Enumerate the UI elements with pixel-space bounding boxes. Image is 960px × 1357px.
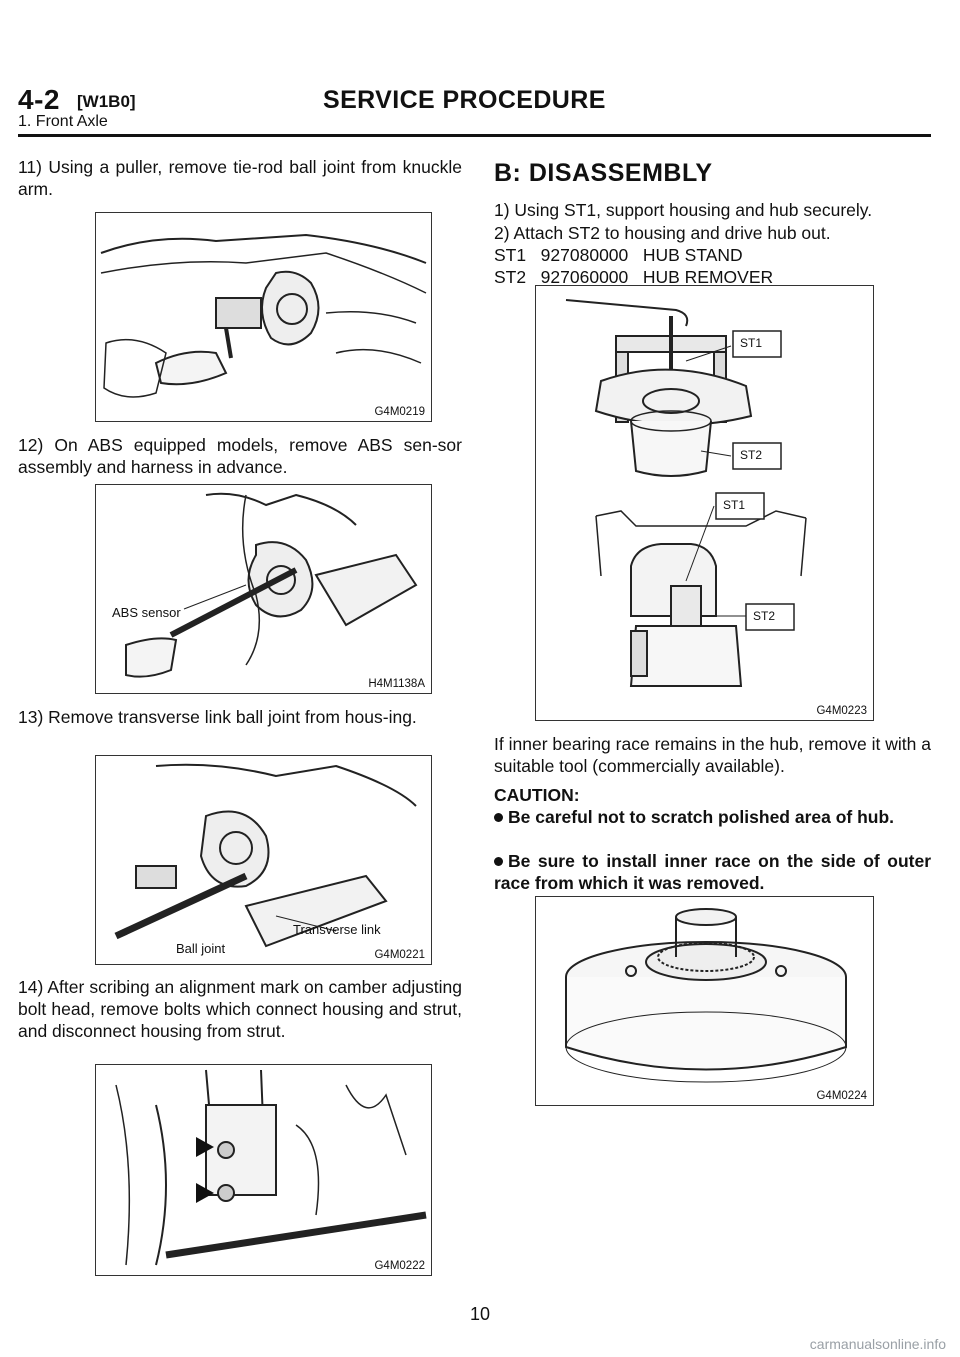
caution-item-2: Be sure to install inner race on the sid… — [494, 850, 931, 894]
caution-item-1-text: Be careful not to scratch polished area … — [508, 807, 895, 827]
figure-abs-sensor: ABS sensor H4M1138A — [95, 484, 432, 694]
transverse-link-label: Transverse link — [293, 922, 381, 937]
figure-code: G4M0221 — [374, 949, 425, 961]
bullet-icon — [494, 857, 503, 866]
section-number: 4-2 — [18, 84, 60, 115]
abs-sensor-illustration — [125, 492, 418, 678]
figure-code: G4M0223 — [816, 705, 867, 717]
st1-label-top: ST1 — [740, 336, 763, 350]
tool-st2: ST2 927060000 HUB REMOVER — [494, 267, 774, 287]
ball-joint-label: Ball joint — [176, 941, 226, 956]
bullet-icon — [494, 813, 503, 822]
step-11-text: 11) Using a puller, remove tie-rod ball … — [18, 157, 462, 199]
figure-code: G4M0219 — [374, 406, 425, 418]
caution-item-2-text: Be sure to install inner race on the sid… — [494, 851, 931, 893]
strut-bolts-illustration — [115, 1069, 427, 1266]
header-divider — [18, 134, 931, 137]
figure-hub-stand-remover: ST1 ST2 ST1 ST2 G4M0223 — [535, 285, 874, 721]
figure-transverse-link: Transverse link Ball joint G4M0221 — [95, 755, 432, 965]
page-subtitle: 1. Front Axle — [18, 113, 108, 130]
st1-label-bottom: ST1 — [723, 498, 746, 512]
st2-label-top: ST2 — [740, 448, 763, 462]
figure-hub-bearing-race: G4M0224 — [535, 896, 874, 1106]
transverse-link-illustration — [114, 763, 417, 948]
hub-bearing-race-illustration — [565, 908, 847, 1083]
step-13-text: 13) Remove transverse link ball joint fr… — [18, 707, 417, 727]
tool-st1: ST1 927080000 HUB STAND — [494, 245, 743, 265]
inner-race-note: If inner bearing race remains in the hub… — [494, 734, 931, 776]
figure-code: G4M0222 — [374, 1260, 425, 1272]
section-code: [W1B0] — [77, 92, 136, 111]
figure-code: G4M0224 — [816, 1090, 867, 1102]
step-1-text: 1) Using ST1, support housing and hub se… — [494, 200, 873, 220]
step-2-text: 2) Attach ST2 to housing and drive hub o… — [494, 223, 831, 243]
page-number: 10 — [469, 1304, 491, 1324]
page-title: SERVICE PROCEDURE — [323, 86, 606, 114]
figure-strut-bolts: G4M0222 — [95, 1064, 432, 1276]
figure-tie-rod-puller: G4M0219 — [95, 212, 432, 422]
step-14-text: 14) After scribing an alignment mark on … — [18, 977, 462, 1041]
hub-stand-remover-illustration — [565, 299, 807, 687]
abs-sensor-label: ABS sensor — [112, 605, 181, 620]
caution-item-1: Be careful not to scratch polished area … — [494, 806, 931, 828]
st2-label-bottom: ST2 — [753, 609, 776, 623]
caution-title: CAUTION: — [494, 785, 580, 805]
figure-code: H4M1138A — [368, 678, 425, 690]
step-12-text: 12) On ABS equipped models, remove ABS s… — [18, 435, 462, 477]
tie-rod-puller-illustration — [100, 233, 427, 398]
watermark: carmanualsonline.info — [809, 1336, 946, 1352]
section-heading: B: DISASSEMBLY — [494, 159, 713, 187]
